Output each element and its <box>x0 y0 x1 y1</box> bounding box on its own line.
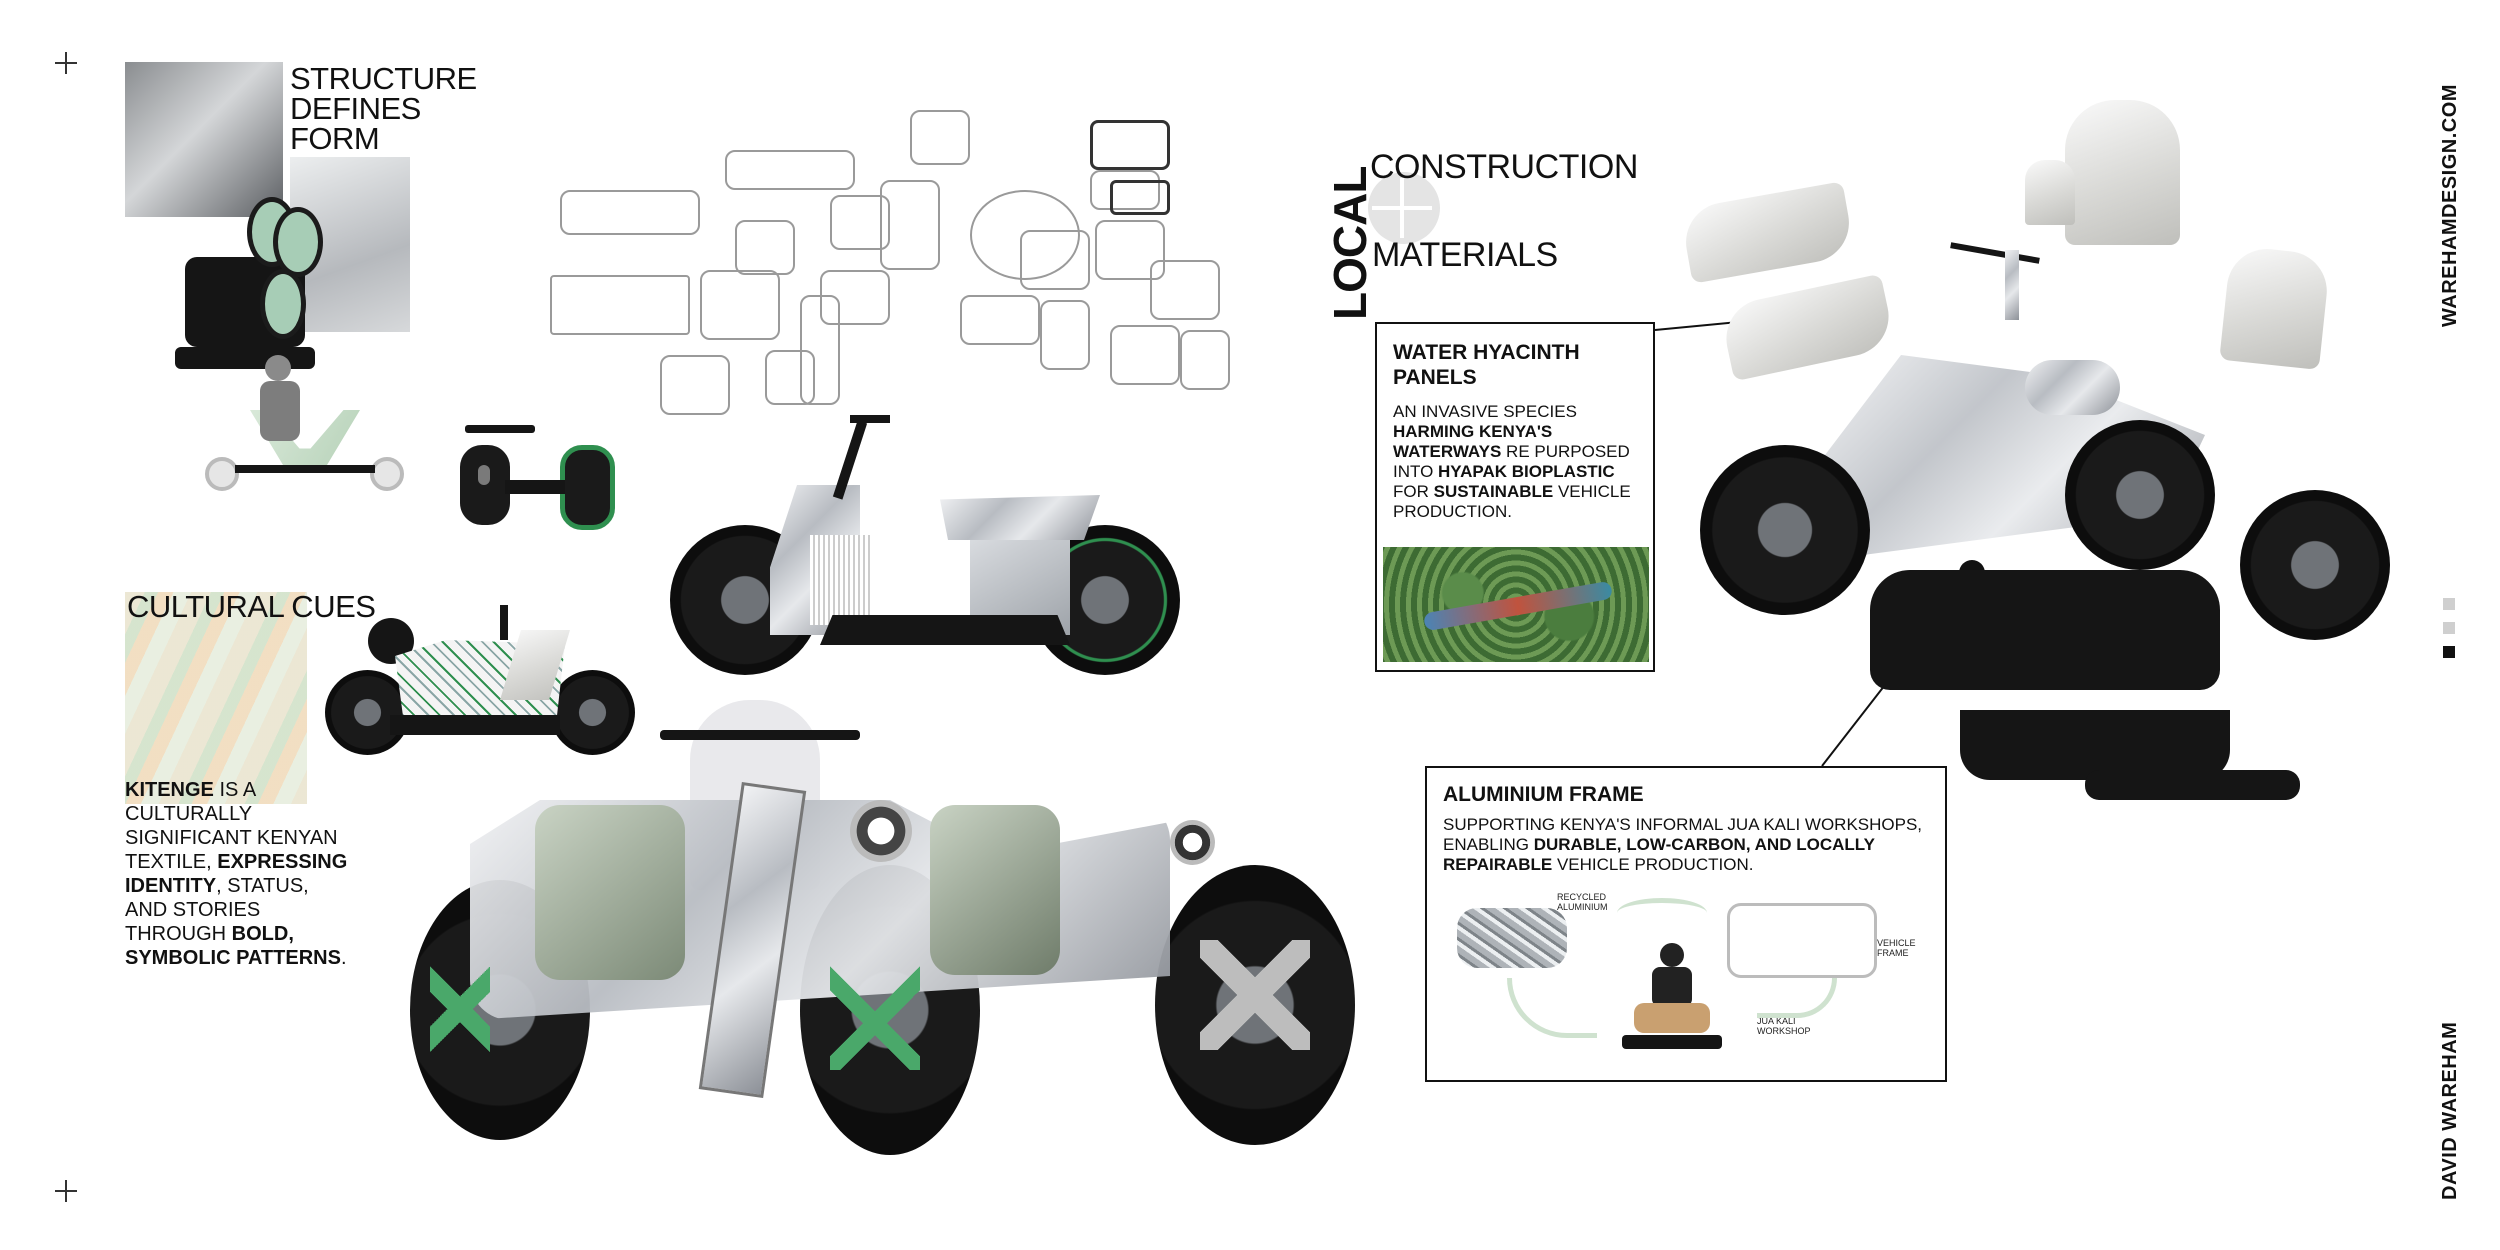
steering-column <box>2005 250 2019 320</box>
vehicle-frame-image <box>1727 903 1877 978</box>
kitenge-description: KITENGE IS A CULTURALLY SIGNIFICANT KENY… <box>125 778 355 970</box>
structure-heading-line2: DEFINES <box>290 91 421 126</box>
crosshair-bottom-left-icon <box>55 1180 77 1202</box>
aluminium-frame-callout: ALUMINIUM FRAME SUPPORTING KENYA'S INFOR… <box>1425 766 1947 1082</box>
headlight-tube <box>2025 360 2120 415</box>
cultural-heading: CULTURAL CUES <box>127 589 376 624</box>
silver-motorcycle-render <box>670 415 1185 680</box>
wheel-rear <box>2240 490 2390 640</box>
recycled-aluminium-image <box>1457 908 1567 968</box>
handlebar <box>1950 242 2040 264</box>
chassis-skid <box>1960 710 2230 780</box>
recycling-cycle-diagram: RECYCLED ALUMINIUM VEHICLE FRAME JUA KAL… <box>1457 888 1927 1068</box>
page-indicator[interactable] <box>2443 598 2455 660</box>
kitenge-pattern-swatch <box>125 592 307 804</box>
hyacinth-panel-1 <box>1679 181 1856 284</box>
exploded-vehicle-render <box>1679 100 2390 820</box>
machine-detail-photo <box>125 62 283 217</box>
cycle-arrow-top-icon <box>1617 898 1707 928</box>
workshop-worker-image <box>1622 943 1722 1053</box>
top-view-render <box>440 425 630 540</box>
water-hyacinth-description: AN INVASIVE SPECIES HARMING KENYA'S WATE… <box>1393 402 1631 521</box>
structure-photo-collage <box>125 62 410 369</box>
aluminium-description: SUPPORTING KENYA'S INFORMAL JUA KALI WOR… <box>1443 815 1923 874</box>
aluminium-title: ALUMINIUM FRAME <box>1443 783 1644 806</box>
website-vertical-text[interactable]: WAREHAMDESIGN.COM <box>2439 84 2461 327</box>
recycled-aluminium-label: RECYCLED ALUMINIUM <box>1557 892 1608 912</box>
three-wheeler-render <box>410 700 1370 1155</box>
hyacinth-panel-3 <box>2065 100 2180 245</box>
wheel-top <box>2065 420 2215 570</box>
chassis-base <box>1870 570 2220 690</box>
concept-sketches <box>550 100 1240 450</box>
water-hyacinth-title: WATER HYACINTH PANELS <box>1393 341 1580 389</box>
page-dot-3-active[interactable] <box>2443 646 2455 658</box>
materials-heading: MATERIALS <box>1372 236 1558 274</box>
page-dot-2[interactable] <box>2443 622 2455 634</box>
jua-kali-workshop-label: JUA KALI WORKSHOP <box>1757 1016 1811 1036</box>
author-vertical-text: DAVID WAREHAM <box>2439 1021 2461 1200</box>
hyacinth-panel-5 <box>2025 160 2075 225</box>
water-hyacinth-callout: WATER HYACINTH PANELS AN INVASIVE SPECIE… <box>1375 322 1655 672</box>
construction-heading: CONSTRUCTION <box>1370 148 1638 186</box>
wheel-front <box>1700 445 1870 615</box>
crosshair-top-left-icon <box>55 52 77 74</box>
structure-heading: STRUCTURE DEFINES FORM <box>290 61 477 156</box>
rider-ergonomics-render <box>205 355 404 495</box>
structure-heading-line3: FORM <box>290 121 380 156</box>
vehicle-frame-label: VEHICLE FRAME <box>1877 938 1916 958</box>
kitenge-scooter-render <box>320 600 640 760</box>
chassis-foot <box>2085 770 2300 800</box>
structure-heading-line1: STRUCTURE <box>290 61 477 96</box>
hyacinth-panel-2 <box>1719 273 1896 382</box>
kitenge-description-text: KITENGE IS A CULTURALLY SIGNIFICANT KENY… <box>125 779 348 969</box>
plus-sign-horizontal <box>1372 206 1432 210</box>
cross-section-render <box>175 197 323 387</box>
hyacinth-panel-4 <box>2219 245 2331 370</box>
page-dot-1[interactable] <box>2443 598 2455 610</box>
water-hyacinth-photo <box>1383 547 1649 662</box>
